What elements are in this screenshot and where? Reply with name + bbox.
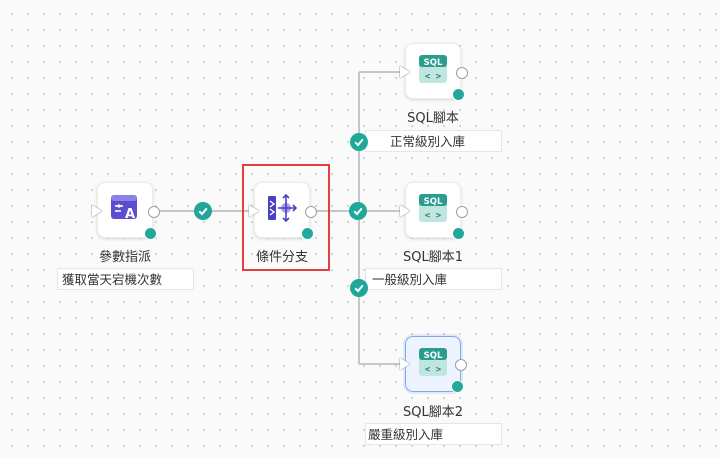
branch-icon [266, 192, 298, 228]
status-indicator [144, 227, 157, 240]
sql-badge-text: SQL [424, 351, 443, 361]
branch-condition-label[interactable]: 一般級別入庫 [365, 268, 502, 290]
param-assign-label: 參數指派 [98, 250, 151, 265]
code-brackets-text: < > [425, 211, 442, 221]
output-port[interactable] [456, 206, 468, 218]
input-port[interactable] [400, 205, 410, 217]
code-brackets-text: < > [425, 72, 442, 82]
sql-icon: SQL < > [418, 347, 448, 381]
branch-condition-label[interactable]: 嚴重級別入庫 [365, 423, 502, 445]
sql-script-node[interactable]: SQL < > [400, 336, 467, 393]
sql-script-label: SQL腳本 [407, 111, 459, 126]
status-indicator [452, 88, 465, 101]
param-assign-icon: A [110, 193, 140, 227]
sql-script-label: SQL腳本2 [403, 405, 463, 420]
condition-branch-node[interactable] [249, 182, 317, 240]
input-port[interactable] [400, 66, 410, 78]
svg-text:A: A [125, 207, 135, 222]
check-icon[interactable] [194, 202, 212, 220]
input-port[interactable] [92, 205, 102, 217]
status-indicator [301, 227, 314, 240]
check-icon[interactable] [349, 202, 367, 220]
output-port[interactable] [305, 206, 317, 218]
sql-script-label: SQL腳本1 [403, 250, 463, 265]
branch-condition-text: 正常級別入庫 [390, 134, 466, 149]
param-assign-description[interactable]: 獲取當天宕機次數 [57, 268, 194, 290]
output-port[interactable] [456, 67, 468, 79]
sql-badge-text: SQL [424, 197, 443, 207]
param-assign-node[interactable]: A [92, 182, 160, 240]
sql-script-node[interactable]: SQL < > [400, 182, 468, 240]
input-port[interactable] [400, 358, 410, 370]
check-icon[interactable] [350, 133, 368, 151]
status-indicator [452, 227, 465, 240]
input-port[interactable] [249, 205, 259, 217]
status-indicator [451, 380, 464, 393]
check-icon[interactable] [350, 279, 368, 297]
selection-highlight [242, 164, 330, 271]
sql-icon: SQL < > [418, 193, 448, 227]
sql-script-node[interactable]: SQL < > [400, 43, 468, 101]
condition-branch-label: 條件分支 [255, 250, 308, 265]
code-brackets-text: < > [425, 365, 442, 375]
sql-icon: SQL < > [418, 54, 448, 88]
branch-condition-text: 一般級別入庫 [372, 272, 448, 287]
sql-badge-text: SQL [424, 58, 443, 68]
branch-condition-label[interactable]: 正常級別入庫 [365, 130, 502, 152]
output-port[interactable] [148, 206, 160, 218]
output-port[interactable] [455, 359, 467, 371]
branch-condition-text: 嚴重級別入庫 [368, 427, 444, 442]
